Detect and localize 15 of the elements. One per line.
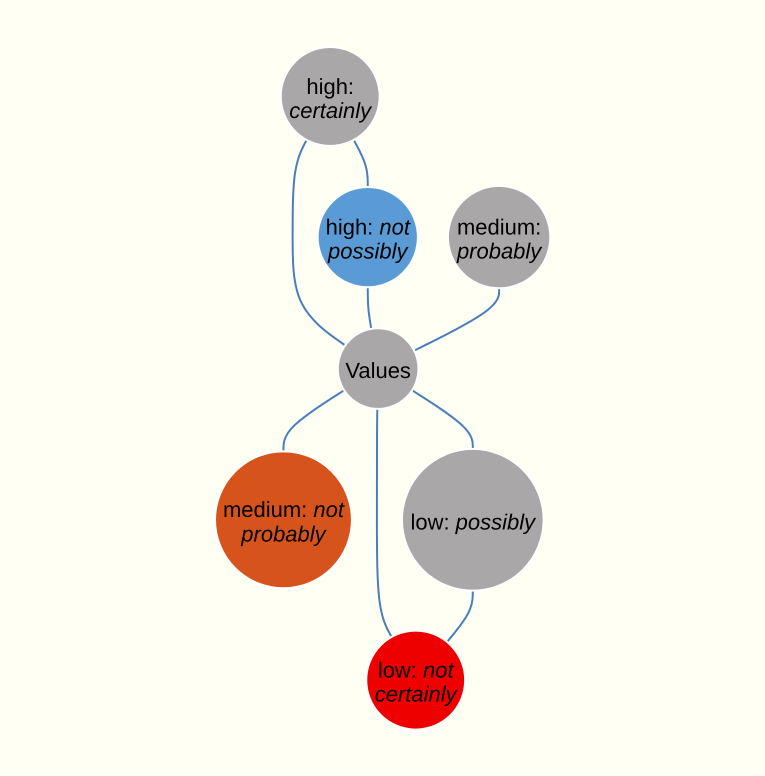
- node-circle: high: certainly: [280, 46, 380, 147]
- connector: [411, 389, 474, 449]
- connector: [352, 139, 369, 187]
- node-circle: low: not certainly: [365, 629, 466, 730]
- connector: [291, 139, 346, 346]
- node-circle: high: not possibly: [316, 186, 419, 288]
- node-circle: medium: not probably: [214, 450, 353, 589]
- node-circle: medium: probably: [446, 184, 552, 290]
- connector: [414, 288, 500, 352]
- connector: [366, 286, 372, 329]
- node-circle: low: possibly: [400, 448, 544, 592]
- node-circle: Values: [336, 327, 420, 410]
- connector: [282, 389, 345, 452]
- connector: [446, 590, 474, 642]
- connector: [376, 408, 392, 638]
